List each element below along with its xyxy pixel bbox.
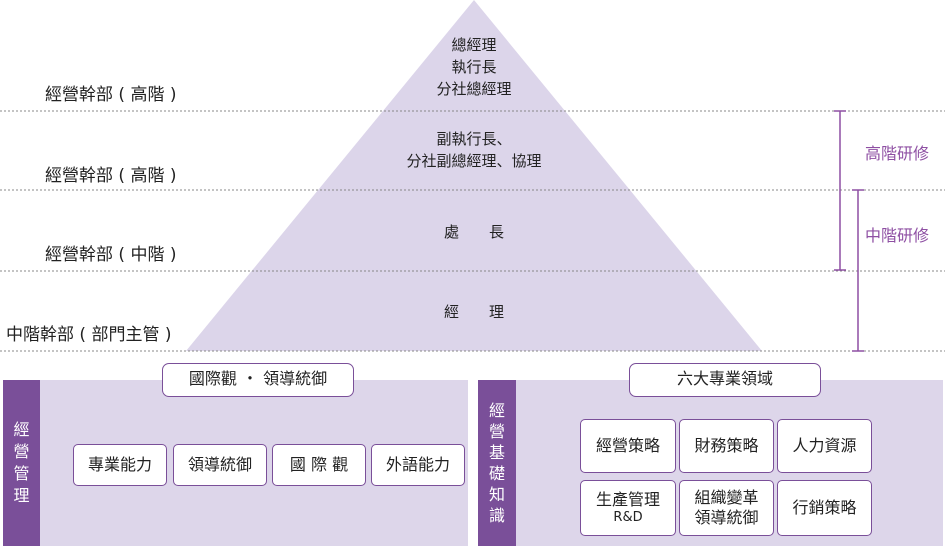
domain-box-finance: 財務策略 — [679, 419, 774, 473]
domain-box-marketing: 行銷策略 — [777, 480, 872, 536]
tab-char: 經 — [488, 401, 505, 420]
domain-box-hr: 人力資源 — [777, 419, 872, 473]
pyramid-title-third: 處 長 — [404, 221, 544, 243]
bracket-label-middle: 中階研修 — [865, 226, 930, 245]
skill-box-leadership: 領導統御 — [173, 444, 267, 486]
tab-char: 營 — [13, 442, 30, 461]
pyramid-title-top: 總經理 執行長 分社總經理 — [404, 34, 544, 100]
title-line: 經 理 — [443, 303, 504, 321]
title-line: 分社總經理 — [436, 80, 512, 98]
tab-char: 識 — [488, 506, 505, 525]
domain-box-organization: 組織變革 領導統御 — [679, 480, 774, 536]
bracket-middle — [852, 189, 864, 352]
knowledge-tab: 經 營 基 礎 知 識 — [478, 380, 516, 546]
tab-char: 營 — [488, 422, 505, 441]
title-line: 執行長 — [451, 58, 497, 76]
domain-box-production: 生產管理 R&D — [580, 480, 676, 536]
tab-char: 理 — [13, 486, 30, 505]
skill-box-language: 外語能力 — [371, 444, 465, 486]
skill-label: 外語能力 — [385, 455, 450, 474]
knowledge-header: 六大專業領域 — [629, 363, 821, 397]
domain-sublabel: R&D — [613, 510, 643, 525]
bracket-label-senior: 高階研修 — [865, 144, 930, 163]
domain-label: 經營策略 — [595, 436, 660, 455]
title-line: 分社副總經理、協理 — [406, 152, 542, 170]
skill-label: 領導統御 — [187, 455, 252, 474]
management-header: 國際觀 ・ 領導統御 — [162, 363, 354, 397]
domain-label: 財務策略 — [694, 436, 759, 455]
skill-label: 國 際 觀 — [289, 455, 349, 474]
title-line: 處 長 — [443, 223, 504, 241]
bracket-senior — [834, 110, 846, 271]
title-line: 總經理 — [451, 36, 497, 54]
tab-char: 經 — [13, 420, 30, 439]
skill-label: 專業能力 — [87, 455, 152, 474]
tab-char: 管 — [13, 464, 30, 483]
domain-label: 組織變革 — [694, 488, 759, 507]
level-label-3: 經營幹部 ( 中階 ) — [45, 245, 177, 265]
tab-char: 知 — [488, 485, 505, 504]
pyramid-shape — [186, 0, 762, 351]
domain-label: 領導統御 — [694, 508, 759, 527]
domain-label: 行銷策略 — [792, 498, 857, 517]
skill-box-global: 國 際 觀 — [272, 444, 366, 486]
level-label-2: 經營幹部 ( 高階 ) — [45, 166, 177, 186]
management-tab: 經 營 管 理 — [3, 380, 40, 546]
domain-label: 人力資源 — [792, 436, 857, 455]
tab-char: 基 — [488, 443, 505, 462]
level-label-1: 經營幹部 ( 高階 ) — [45, 85, 177, 105]
tab-char: 礎 — [488, 464, 505, 483]
pyramid-title-fourth: 經 理 — [404, 301, 544, 323]
title-line: 副執行長、 — [436, 130, 512, 148]
domain-label: 生產管理 — [595, 490, 660, 509]
skill-box-professional: 專業能力 — [73, 444, 167, 486]
domain-box-strategy: 經營策略 — [580, 419, 676, 473]
pyramid-title-second: 副執行長、 分社副總經理、協理 — [384, 128, 564, 172]
level-label-4: 中階幹部 ( 部門主管 ) — [6, 325, 172, 345]
